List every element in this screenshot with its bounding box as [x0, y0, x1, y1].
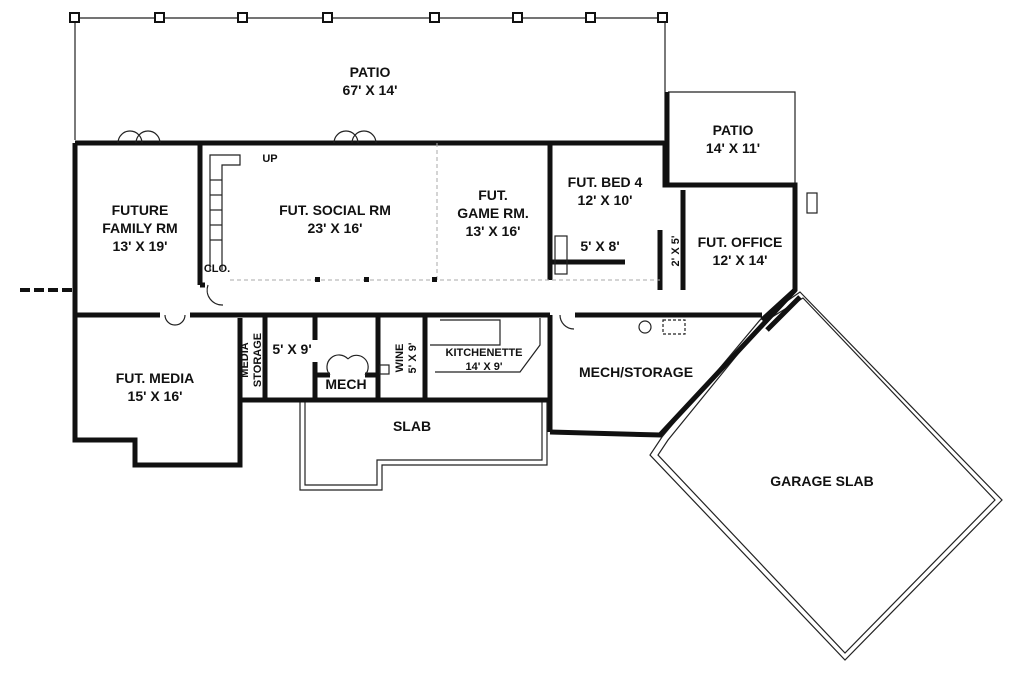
wine-name: WINE — [394, 344, 406, 373]
family-name-1: FUTURE — [112, 202, 169, 218]
stair-up-label: UP — [262, 153, 277, 165]
patio-outline — [69, 12, 668, 140]
closet-office-size: 2' X 5' — [670, 235, 682, 266]
details — [117, 130, 686, 376]
patio-main-name: PATIO — [350, 64, 391, 80]
media-storage-name-2: STORAGE — [252, 333, 264, 387]
social-name: FUT. SOCIAL RM — [279, 202, 391, 218]
bath-mid-size: 5' X 9' — [272, 341, 311, 357]
family-name-2: FAMILY RM — [102, 220, 177, 236]
media-name: FUT. MEDIA — [116, 370, 195, 386]
game-name-2: GAME RM. — [457, 205, 529, 221]
bed4-name: FUT. BED 4 — [568, 174, 643, 190]
mech-storage-name: MECH/STORAGE — [579, 364, 693, 380]
bath-bed-size: 5' X 8' — [580, 238, 619, 254]
bed4-size: 12' X 10' — [578, 192, 633, 208]
family-size: 13' X 19' — [113, 238, 168, 254]
game-size: 13' X 16' — [466, 223, 521, 239]
wine-size: 5' X 9' — [407, 342, 419, 373]
game-name-1: FUT. — [478, 187, 508, 203]
kitchenette-size: 14' X 9' — [465, 361, 502, 373]
media-size: 15' X 16' — [128, 388, 183, 404]
media-storage-name-1: MEDIA — [239, 342, 251, 378]
social-size: 23' X 16' — [308, 220, 363, 236]
patio-small-name: PATIO — [713, 122, 754, 138]
slab-outline — [299, 402, 548, 491]
exterior-walls — [20, 140, 802, 468]
garage-slab-outline — [649, 291, 1003, 661]
patio-main-size: 67' X 14' — [343, 82, 398, 98]
kitchenette-name: KITCHENETTE — [446, 347, 523, 359]
mech-name: MECH — [325, 376, 366, 392]
office-name: FUT. OFFICE — [698, 234, 783, 250]
closet-name: CLO. — [204, 263, 230, 275]
garage-slab-name: GARAGE SLAB — [770, 473, 873, 489]
office-size: 12' X 14' — [713, 252, 768, 268]
patio-small-size: 14' X 11' — [706, 140, 760, 156]
slab-name: SLAB — [393, 418, 431, 434]
interior-walls — [75, 143, 762, 400]
